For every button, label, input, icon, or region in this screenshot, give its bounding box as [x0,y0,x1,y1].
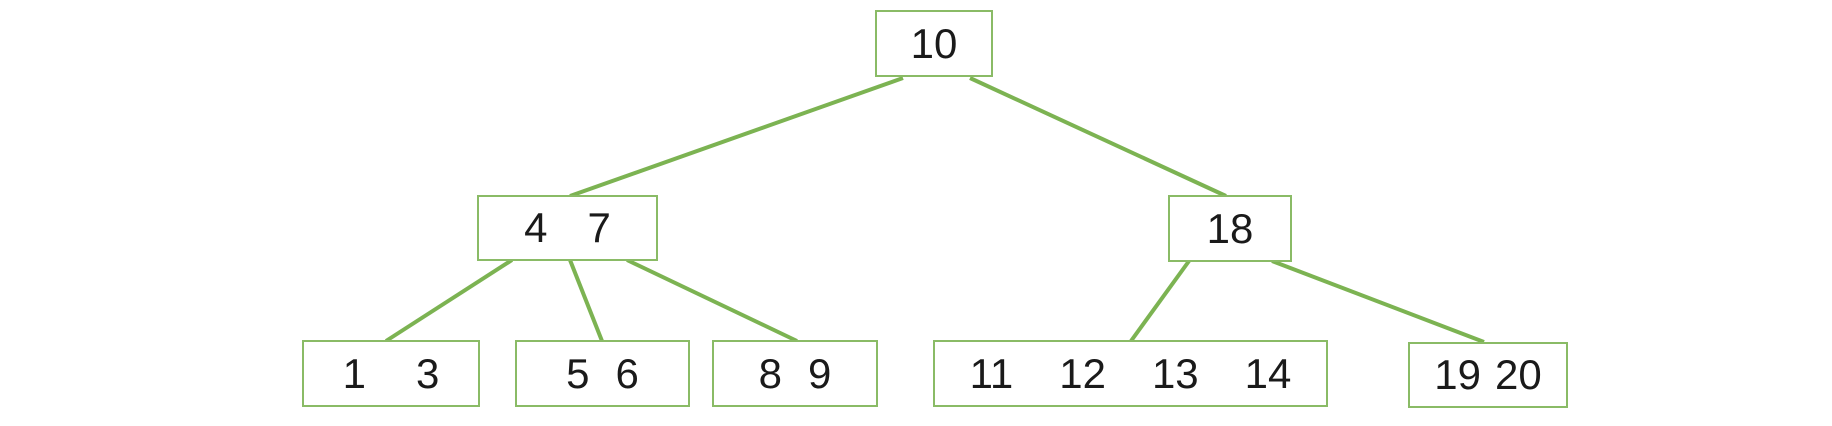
node-key: 3 [416,349,440,397]
node-key: 11 [969,349,1014,397]
tree-node-10: 10 [875,10,993,77]
tree-node-18: 18 [1168,195,1292,262]
node-key: 18 [1206,204,1254,252]
node-key: 13 [1151,349,1199,397]
node-key: 9 [808,349,832,397]
tree-edge-node-4-7-to-node-5-6 [568,259,604,342]
node-key: 20 [1495,351,1542,398]
tree-edge-node-18-to-node-11-12-13-14 [1129,259,1191,343]
node-key: 14 [1244,349,1292,397]
tree-edge-node-18-to-node-19-20 [1271,259,1485,344]
node-key: 1 [342,349,366,397]
node-key: 5 [566,349,590,397]
node-key: 19 [1434,351,1481,398]
tree-node-11-12-13-14: 11 12 13 14 [933,340,1328,407]
node-key: 12 [1059,349,1106,397]
node-key: 6 [615,349,639,397]
tree-edge-node-10-to-node-18 [969,76,1227,198]
tree-edge-node-10-to-node-4-7 [569,76,904,198]
tree-edge-node-4-7-to-node-8-9 [626,258,798,343]
node-key: 7 [587,204,611,251]
node-key: 4 [524,204,548,251]
node-key: 10 [910,19,958,67]
tree-edge-node-4-7-to-node-1-3 [384,258,514,343]
node-key: 8 [758,349,782,397]
